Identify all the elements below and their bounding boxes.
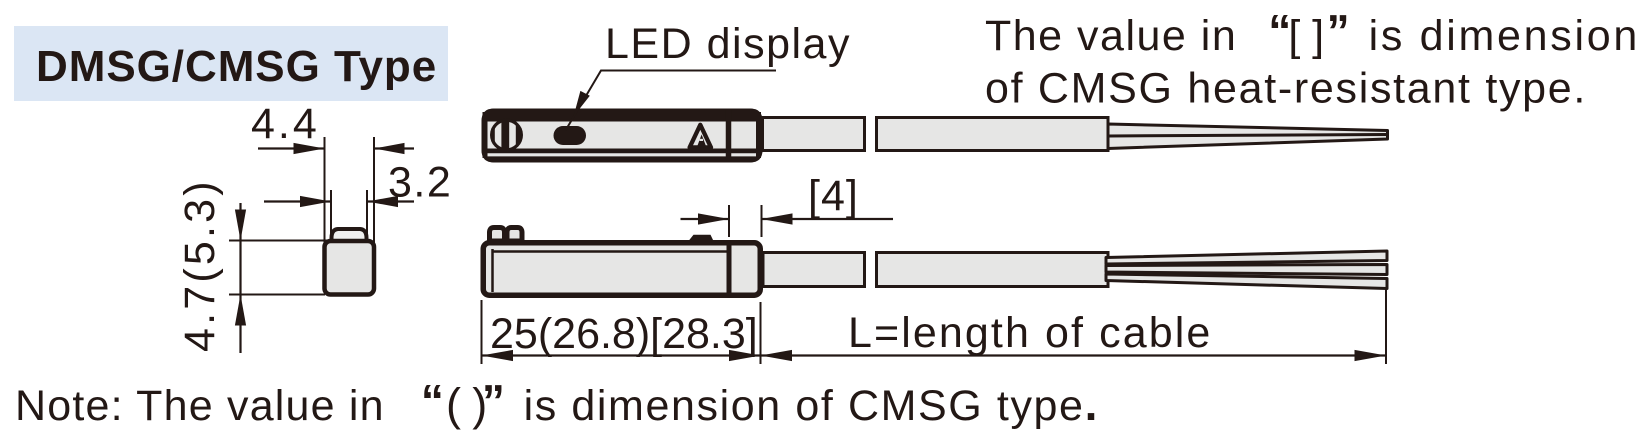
svg-text:3.2: 3.2 xyxy=(388,159,452,207)
svg-text:25(26.8)[28.3]: 25(26.8)[28.3] xyxy=(490,310,758,358)
svg-text:[4]: [4] xyxy=(808,172,859,220)
svg-text:of CMSG heat-resistant type.: of CMSG heat-resistant type. xyxy=(985,65,1587,113)
svg-text:The value in“[]”is dimension: The value in“[]”is dimension xyxy=(985,5,1638,60)
svg-text:4.4: 4.4 xyxy=(251,100,320,148)
svg-text:LED display: LED display xyxy=(605,20,851,68)
svg-text:4.7(5.3): 4.7(5.3) xyxy=(176,178,224,352)
svg-text:L=length of cable: L=length of cable xyxy=(848,309,1212,357)
svg-text:Note: The value in“()”is dimen: Note: The value in“()”is dimension of CM… xyxy=(15,375,1099,430)
svg-text:DMSG/CMSG Type: DMSG/CMSG Type xyxy=(36,42,437,91)
